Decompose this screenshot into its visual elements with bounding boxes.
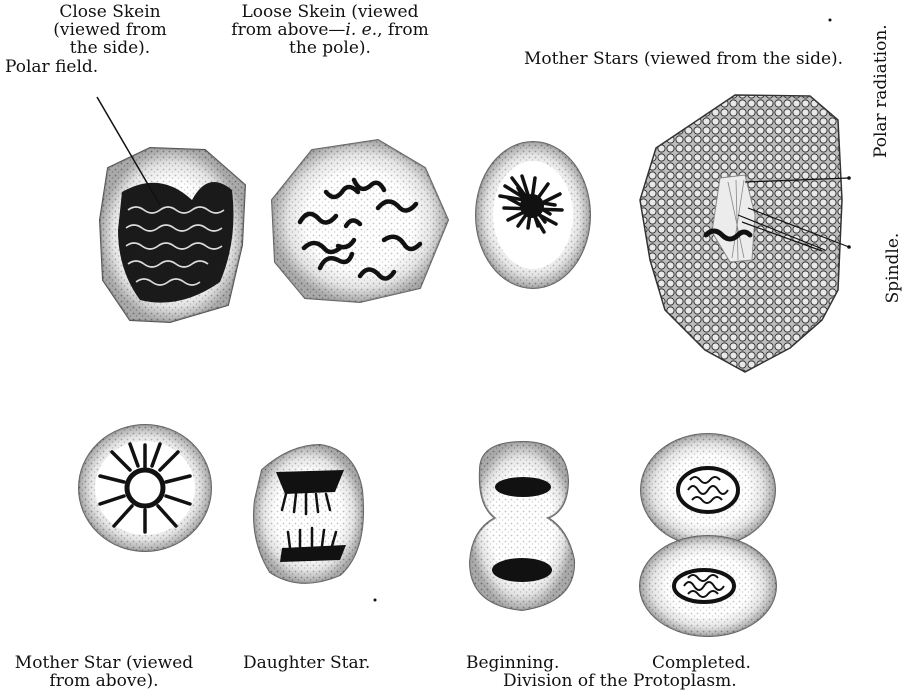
mother-star-above-label-line2: from above). [4, 672, 204, 690]
loose-skein-label: Loose Skein (viewed from above—i. e., fr… [210, 3, 450, 57]
loose-skein-cell [272, 140, 448, 302]
division-beginning-cell [470, 442, 574, 610]
daughter-star-cell [254, 445, 377, 602]
loose-skein-label-line2-a: from above— [231, 20, 345, 40]
loose-skein-label-line2-b: , from [377, 20, 429, 40]
division-caption: Division of the Protoplasm. [503, 672, 737, 690]
beginning-label: Beginning. [466, 654, 559, 672]
close-skein-label-line2: (viewed from [30, 21, 190, 39]
mother-star-above-cell [79, 425, 211, 551]
loose-skein-label-line2-ie: i. e. [345, 20, 377, 40]
mother-star-above-label: Mother Star (viewed from above). [4, 654, 204, 690]
close-skein-label-line1: Close Skein [30, 3, 190, 21]
polar-radiation-label-line1: Polar [871, 113, 891, 158]
daughter-star-label: Daughter Star. [243, 654, 370, 672]
granular-mother-star-cell [640, 19, 851, 373]
close-skein-label-line3: the side). [30, 39, 190, 57]
loose-skein-label-line3: the pole). [210, 39, 450, 57]
completed-label: Completed. [652, 654, 751, 672]
mother-star-above-label-line1: Mother Star (viewed [4, 654, 204, 672]
polar-radiation-label-line2: radiation. [871, 24, 891, 108]
close-skein-cell [97, 97, 245, 322]
division-completed-cells [640, 434, 776, 636]
close-skein-label: Close Skein (viewed from the side). [30, 3, 190, 57]
mother-star-side-cell [476, 142, 590, 288]
polar-field-label: Polar field. [5, 58, 98, 76]
loose-skein-label-line2: from above—i. e., from [210, 21, 450, 39]
mother-stars-side-label: Mother Stars (viewed from the side). [524, 50, 843, 68]
spindle-label: Spindle. [884, 228, 902, 308]
polar-radiation-label: Polar radiation. [872, 82, 890, 158]
loose-skein-label-line1: Loose Skein (viewed [210, 3, 450, 21]
